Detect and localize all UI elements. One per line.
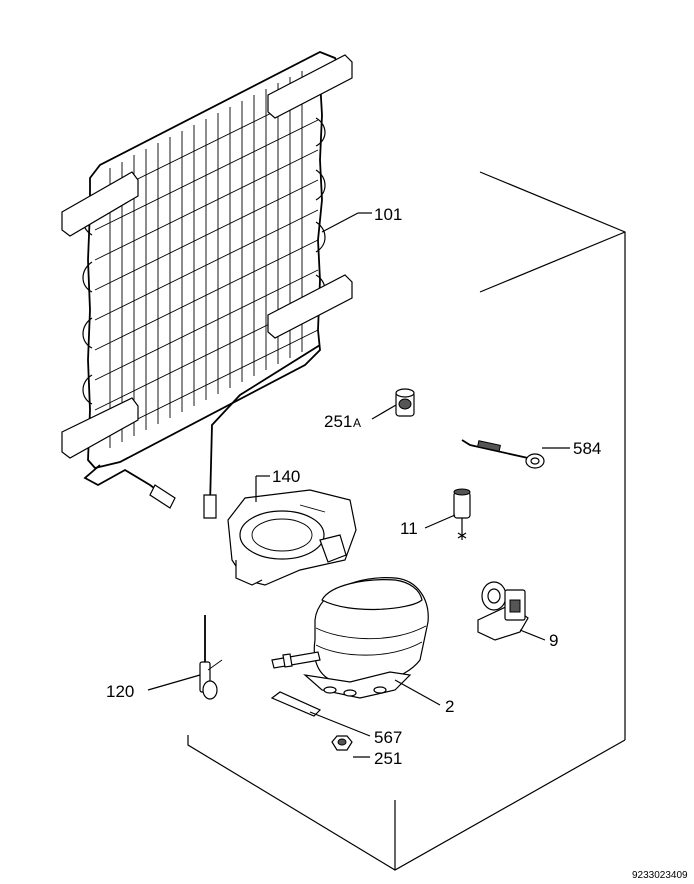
label-overload-relay: 9 <box>549 631 558 650</box>
label-mounting-plate: 567 <box>374 728 402 747</box>
label-compressor: 2 <box>445 697 454 716</box>
label-drip-tray: 140 <box>272 467 300 486</box>
drier-filter <box>199 615 223 700</box>
rubber-grommet <box>395 388 415 417</box>
label-nut: 251 <box>374 749 402 768</box>
compressor <box>271 577 429 699</box>
ptc-starter <box>453 488 471 540</box>
label-ptc-starter: 11 <box>400 519 418 538</box>
overload-relay <box>477 581 529 641</box>
label-condenser: 101 <box>374 205 402 224</box>
mounting-plate <box>270 691 322 717</box>
label-relay-connector: 584 <box>573 439 601 458</box>
condenser <box>61 51 353 519</box>
svg-text:A: A <box>353 416 361 430</box>
leader-lines <box>147 212 570 758</box>
nut <box>331 735 353 751</box>
label-drier-filter: 120 <box>106 682 134 701</box>
relay-connector <box>461 439 545 469</box>
drip-tray <box>227 489 357 586</box>
label-rubber-grommet: 251 A <box>324 412 361 431</box>
reference-code: 9233023409 <box>632 870 688 881</box>
svg-text:251: 251 <box>324 412 352 431</box>
cabinet-outline <box>187 171 626 871</box>
